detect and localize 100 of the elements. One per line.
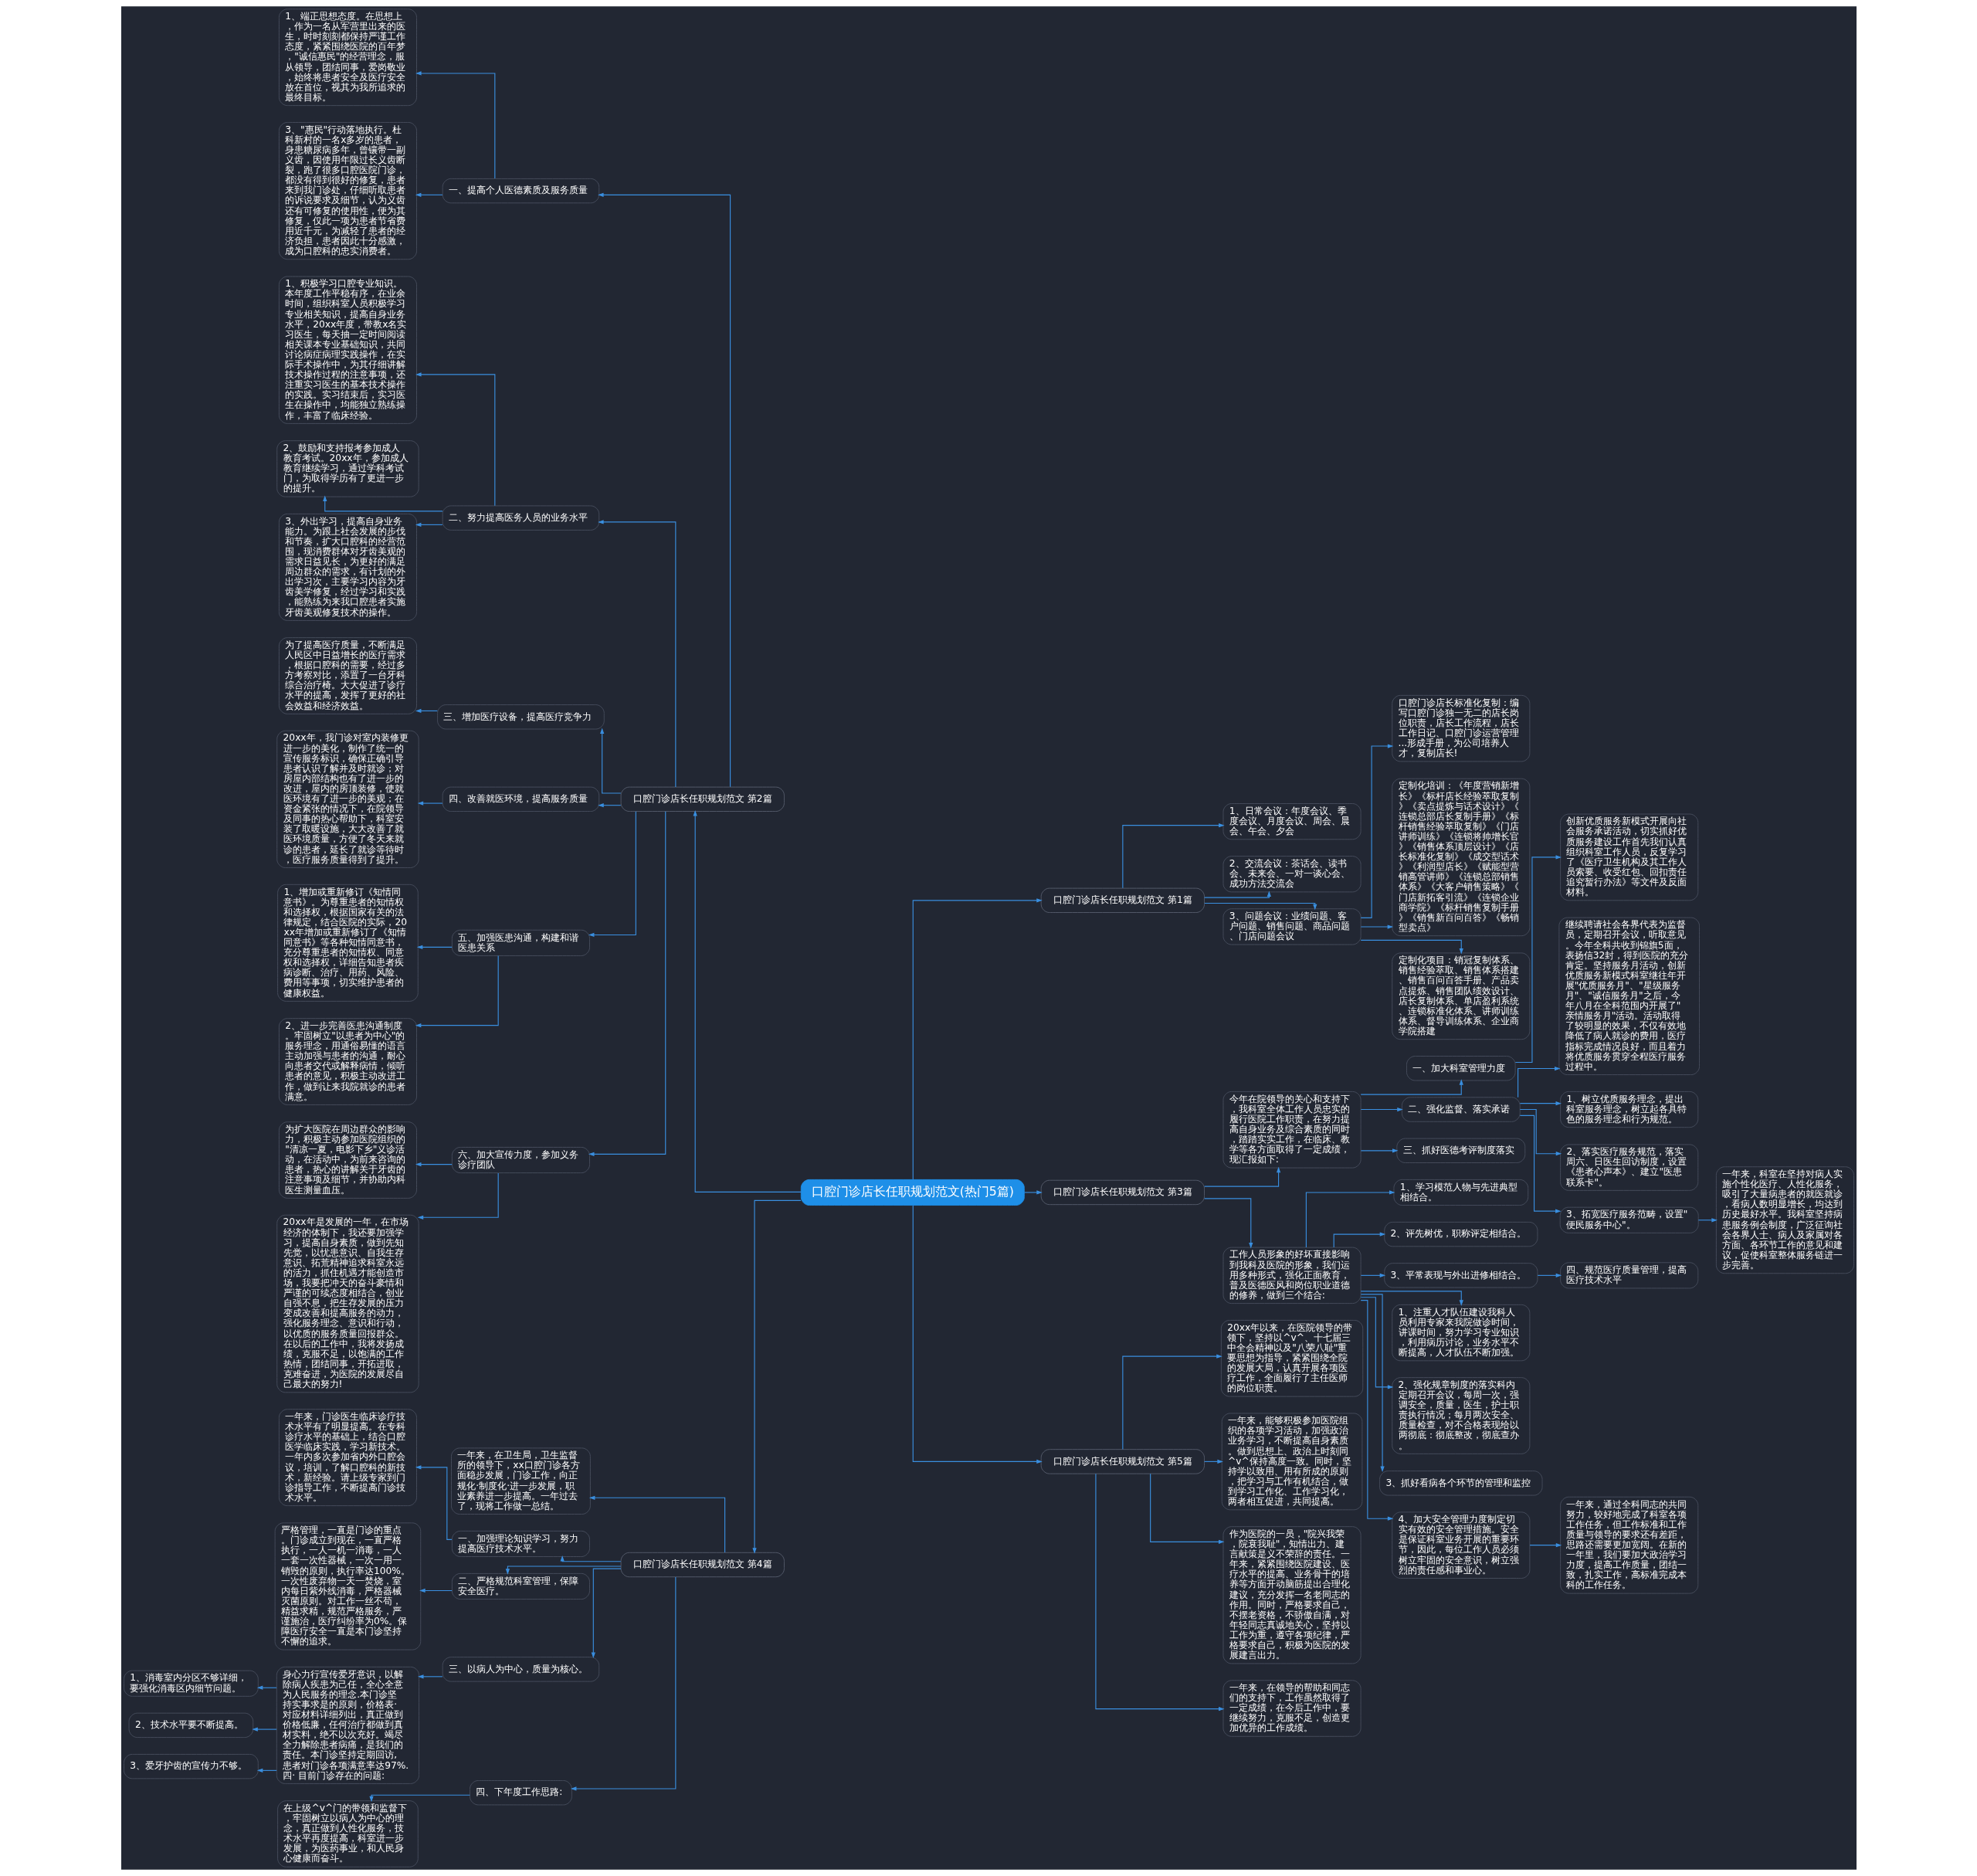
- arrow: [415, 955, 499, 1028]
- arrow: [597, 520, 676, 788]
- node-box: 一年来，门诊医生临床诊疗技术水平有了明显提高。在专科诊疗水平的基础上，结合口腔医学临床实践，学习新技术。一年内多次参加省内外口腔会议，培训，了解口腔科的新技术，新经验。请上级专家到门诊指导工作，不断提高门诊技术水平。: [278, 1409, 417, 1507]
- node-box: 四、改善就医环境，提高服务质量: [442, 786, 599, 812]
- arrow: [251, 1727, 277, 1732]
- arrow: [419, 1588, 453, 1593]
- arrow: [415, 192, 443, 197]
- arrow: [1360, 924, 1393, 929]
- arrow: [1094, 1473, 1225, 1711]
- node-box: 工作人员形象的好坏直接影响到我科及医院的形象，我们运用多种形式，强化正面教育，普及医德医风和岗位职业道德的修养，做到三个结合:: [1222, 1247, 1362, 1304]
- node-box: 一、加大科室管理力度: [1406, 1056, 1516, 1081]
- arrow: [912, 898, 1043, 1180]
- node-box: 口腔门诊店长任职规划范文 第1篇: [1040, 887, 1205, 913]
- arrow: [588, 811, 666, 1156]
- node-box: 4、加大安全管理力度制定切实有效的安全管理措施。安全是保证科室业务开展的重要环节，因此，每位工作人员必须树立牢固的安全意识，树立强烈的责任感和事业心。: [1391, 1511, 1530, 1579]
- node-box: 20xx年是发展的一年，在市场经济的体制下，我还要加强学习，提高自身素质，做到先知先觉，以忧患意识、自我生存意识、拓荒精神追求科室永远的活力，抓住机遇才能创造市场，我要把冲天的奋斗豪情和严谨的可续态度相结合，创业自强不息，把生存发展的压力变成改善和提高服务的动力，强化服务理念、意识和行动，以优质的服务质量回报群众。在以后的工作中，我将发扬成绩，克服不足，以饱满的工作热情，团结同事，开拓进取，克难奋进，为医院的发展尽自己最大的努力!: [276, 1214, 419, 1393]
- arrow: [1149, 1473, 1224, 1544]
- node-box: 口腔门诊店长标准化复制：编写口腔门诊独一无二的店长岗位职责，店长工作流程，店长工作日记、口腔门诊运营管理...形成手册，为公司培养人才，复制店长!: [1391, 694, 1530, 762]
- node-box: 四、规范医疗质量管理，提高医疗技术水平: [1559, 1262, 1698, 1289]
- arrow: [1519, 1101, 1562, 1106]
- arrow: [912, 1205, 1043, 1464]
- arrow: [415, 71, 495, 179]
- arrow: [570, 1576, 676, 1791]
- node-box: 一年来，在领导的帮助和同志们的支持下，工作虽然取得了一定成绩，在今后工作中，要继续努力，克服不足，创造更加优异的工作成绩。: [1222, 1680, 1362, 1737]
- arrow: [1360, 744, 1393, 918]
- arrow: [416, 945, 453, 949]
- node-box: 今年在院领导的关心和支持下，我科室全体工作人员忠实的履行医院工作职责，在努力提高自身业务及综合素质的同时，踏踏实实工作，在临床、教学等各方面取得了一定成绩，现汇报如下:: [1222, 1091, 1362, 1169]
- arrow: [417, 1674, 443, 1679]
- node-box: 2、进一步完善医患沟通制度。牢固树立"以患者为中心"的服务理念，用通俗易懂的语言主动加强与患者的沟通，耐心向患者交代或解释病情，倾听患者的意见，积极主动改进工作，做到让来我院就诊的患者满意。: [278, 1018, 417, 1105]
- node-box: 3、"惠民"行动落地执行。杜科新村的一名x多岁的患者，身患糖尿病多年，曾镶带一副义齿，因使用年限过长义齿断裂，跑了很多口腔医院门诊，都没有得到很好的修复，患者来到我门诊处，仔细听取患者的诉说要求及细节，认为义齿还有可修复的使用性，便为其修复，仅此一项为患者节省费用近千元，为减轻了患者的经济负担，患者因此十分感激，成为口腔科的忠实消费者。: [278, 122, 417, 260]
- arrow: [1360, 1297, 1393, 1389]
- node-box: 一年来，科室在坚持对病人实施个性化医疗、人性化服务，吸引了大量病患者的就医就诊，看病人数明显增长，均达到历史最好水平。我科室坚持病患服务例会制度，广泛征询社会各界人士、病人及家属对各方面、各环节工作的意见和建议，促使科室整体服务链进一步完善。: [1715, 1166, 1854, 1274]
- node-box: 为扩大医院在周边群众的影响力，积极主动参加医院组织的"清凉一夏，电影下乡"义诊活动，在活动中，为前来咨询的患者，热心的讲解关于牙齿的注意事项及细节，并协助内科医生测量血压。: [278, 1121, 417, 1199]
- arrow: [597, 803, 621, 808]
- node-box: 1、日常会议：年度会议、季度会议、月度会议、周会、晨会、午会、夕会: [1222, 803, 1362, 840]
- node-box: 六、加大宣传力度，参加义务诊疗团队: [451, 1147, 590, 1174]
- arrow: [1360, 1148, 1398, 1153]
- node-box: 口腔门诊店长任职规划范文 第4篇: [620, 1552, 785, 1578]
- node-box: 二、努力提高医务人员的业务水平: [442, 505, 599, 531]
- node-box: 定制化培训：《年度营销新增长》《标杆店长经验萃取复制》《卖点提炼与话术设计》《连锁总部店长复制手册》《标杆销售经验萃取复制》《门店讲师训练》《连锁将帅增长官》《销售体系顶层设计》《店长标准化复制》《成交型话术》《利润型店长》《赋能型营销高管讲师》《连锁总部销售体系》《大客户销售策略》《门店新拓客引流》《连锁企业商学院》《标杆销售复制手册》《销售新百问百答》《畅销型卖点》: [1391, 778, 1530, 937]
- node-box: 口腔门诊店长任职规划范文 第3篇: [1040, 1179, 1205, 1206]
- arrow: [1121, 1354, 1222, 1450]
- node-box: 3、平常表现与外出进修相结合。: [1383, 1263, 1538, 1288]
- node-box: 20xx年以来，在医院领导的带领下，坚持以^v^、十七届三中全会精神以及"八荣八耻"重要思想为指导，紧紧围绕全院的发展大局，认真开展各项医疗工作，全面履行了主任医师的岗位职责。: [1220, 1320, 1363, 1397]
- node-box: 严格管理，一直是门诊的重点。门诊成立到现在，一直严格执行，一人一机一消毒，一人一套一次性器械，一次一用一销毁的原则，执行率达100%。一次性废弃物一天一焚烧，室内每日紫外线消毒，严格器械灭菌原则。对工作一丝不苟，精益求精，规范严格服务，严谨施治，医疗纠纷率为0%。保障医疗安全一直是本门诊坚持不懈的追求。: [274, 1522, 421, 1650]
- arrow: [751, 1199, 802, 1554]
- arrow: [417, 1172, 499, 1220]
- arrow: [1517, 1066, 1561, 1098]
- node-box: 1、注重人才队伍建设我科人员利用专家来我院做诊时间，讲课时间，努力学习专业知识，利用病历讨论，业务水平不断提高，人才队伍不断加强。: [1391, 1304, 1530, 1362]
- arrow: [368, 1794, 470, 1803]
- node-box: 一、提高个人医德素质及服务质量: [442, 178, 599, 204]
- arrow: [415, 522, 443, 528]
- arrow: [1203, 1166, 1280, 1187]
- node-box: 作为医院的一员，"院兴我荣，院衰我耻"，知情出力、建言献策是义不荣辞的责任。一年来，紧紧围绕医院建设、医疗水平的提高、业务骨干的培养等方面开动脑筋提出合理化建议，充分发挥一名老同志的作用。同时，严格要求自己，不摆老资格，不骄傲自满，对年轻同志真诚地关心，坚持以工作为重，遵守各项纪律，严格要求自己，积极为医院的发展建言出力。: [1222, 1526, 1362, 1664]
- node-box: 3、问题会议：业绩问题、客户问题、销售问题、商品问题、门店问题会议: [1222, 908, 1362, 945]
- node-box: 2、评先树优，职称评定相结合。: [1383, 1221, 1538, 1247]
- node-box: 定制化项目：销冠复制体系、销售经验萃取、销售体系搭建、销售百问百答手册、产品卖点提炼、销售团队绩效设计、店长复制体系、单店盈利系统、连锁标准化体系、讲师训练体系、督导训练体系、企业商学院搭建: [1391, 952, 1530, 1040]
- node-box: 三、以病人为中心，质量为核心。: [442, 1657, 599, 1682]
- arrow: [1514, 855, 1562, 1064]
- node-box: 口腔门诊店长任职规划范文 第5篇: [1040, 1449, 1205, 1474]
- arrow: [1203, 902, 1317, 911]
- node-box: 一年来，在卫生局，卫生监督所的领导下，xx口腔门诊各方面稳步发展，门诊工作，向正规化·制度化·进一步发展，职业素养进一步提高。一年过去了，现将工作做一总结。: [450, 1447, 591, 1515]
- arrow: [1360, 1273, 1385, 1277]
- node-box: 1、增加或重新修订《知情同意书》。为尊重患者的知情权和选择权，根据国家有关的法律规定，结合医院的实际，20xx年增加或重新修订了《知情同意书》等各种知情同意书，充分尊重患者的知情权、同意权和选择权，详细告知患者疾病诊断、治疗、用药、风险、费用等事项，切实维护患者的健康权益。: [276, 884, 419, 1002]
- arrow: [415, 708, 438, 714]
- arrow: [1360, 1291, 1463, 1306]
- arrow: [1203, 891, 1271, 898]
- arrow: [1529, 1543, 1562, 1548]
- arrow: [1203, 1198, 1253, 1249]
- node-box: 2、技术水平要不断提高。: [128, 1712, 253, 1738]
- arrow: [1360, 1300, 1393, 1521]
- arrow: [415, 1465, 453, 1540]
- arrow: [417, 801, 443, 806]
- node-box: 一年来，能够积极参加医院组织的各项学习活动，加强政治业务学习，不断提高自身素质。做到思想上、政治上时刻同^v^保持高度一致。同时，坚持学以致用、用有所成的原则，把学习与工作有机结合，做到学习工作化、工作学习化，两者相互促进，共同提高。: [1221, 1413, 1362, 1511]
- node-box: 1、消毒室内分区不够详细，要强化消毒区内细节问题。: [123, 1670, 259, 1697]
- arrow: [588, 1495, 725, 1553]
- node-box: 3、抓好看病各个环节的管理和监控: [1378, 1471, 1542, 1496]
- node-box: 二、强化监督、落实承诺: [1401, 1097, 1521, 1122]
- arrow: [1023, 1190, 1043, 1195]
- arrow: [1360, 1107, 1403, 1112]
- arrow: [1333, 1232, 1385, 1248]
- node-box: 继续聘请社会各界代表为监督员，定期召开会议，听取意见。今年全科共收到锦旗5面，表扬信32封，得到医院的充分肯定。坚持服务月活动，创新优质服务新模式科室继往年开展"优质服务月"、"星级服务月"、"诚信服务月"之后，今年八月在全科范围内开展了"亲情服务月"活动。活动取得了较明显的效果，不仅有效地降低了病人就诊的费用，医疗指标完成情况良好，而且着力将优质服务贯穿全程医疗服务过程中。: [1558, 917, 1700, 1075]
- arrow: [588, 811, 636, 938]
- node-box: 1、树立优质服务理念，提出科室服务理念，树立起各具特色的服务理念和行为规范。: [1559, 1091, 1698, 1128]
- node-box: 一年来，通过全科同志的共同努力，较好地完成了科室各项工作任务，但工作标准和工作质量与领导的要求还有差距，思路还需要更加宽阔。在新的一年里，我们要加大政治学习力度，提高工作质量，团结一致，扎实工作，高标准完成本科的工作任务。: [1559, 1496, 1698, 1594]
- arrow: [322, 495, 443, 512]
- node-box: 身心力行宣传爱牙意识，以解除病人疾患为己任，全心全意为人民服务的理念.本门诊坚持实事求是的原则，价格表·对应材料详细列出，真正做到价格低廉，任何治疗都做到真材实料，绝不以次充好。竭尽全力解除患者病痛，是我们的责任。本门诊坚持定期回访,患者对门诊各项满意率达97%.四· 目前门诊存在的问题:: [276, 1666, 419, 1784]
- arrow: [1360, 1294, 1385, 1473]
- node-box: 为了提高医疗质量，不断满足人民区中日益增长的医疗需求，根据口腔科的需要，经过多方考察对比，添置了一台牙科综合治疗椅。大大促进了诊疗水平的提高，发挥了更好的社会效益和经济效益。: [278, 637, 417, 714]
- arrow: [256, 1768, 277, 1773]
- arrow: [1121, 823, 1225, 889]
- arrow: [1360, 1079, 1463, 1095]
- arrow: [560, 1555, 621, 1562]
- node-box: 在上级^v^门的带领和监督下，牢固树立以病人为中心的理念，真正做到人性化服务，技术水平再度提高，科室进一步发展，为医药事业，和人民身心健康而奋斗。: [276, 1800, 419, 1868]
- arrow: [505, 1566, 621, 1575]
- node-box: 1、学习模范人物与先进典型相结合。: [1393, 1179, 1528, 1206]
- node-box: 口腔门诊店长任职规划范文 第2篇: [620, 786, 785, 812]
- arrow: [599, 728, 621, 794]
- node-box: 1、积极学习口腔专业知识。本年度工作平稳有序，在业余时间，组织科室人员积极学习专业相关知识，提高自身业务水平，20xx年度，带教x名实习医生，每天抽一定时间阅读相关课本专业基础知识，共同讨论病症病理实践操作，在实际手术操作中，为其仔细讲解技术操作过程的注意事项，还注重实习医生的基本技术操作的实践。实习结束后，实习医生在操作中，均能独立熟练操作，丰富了临床经验。: [278, 276, 417, 424]
- node-box: 2、交流会议：茶话会、读书会、未来会、一对一谈心会、成功方法交流会: [1222, 856, 1362, 893]
